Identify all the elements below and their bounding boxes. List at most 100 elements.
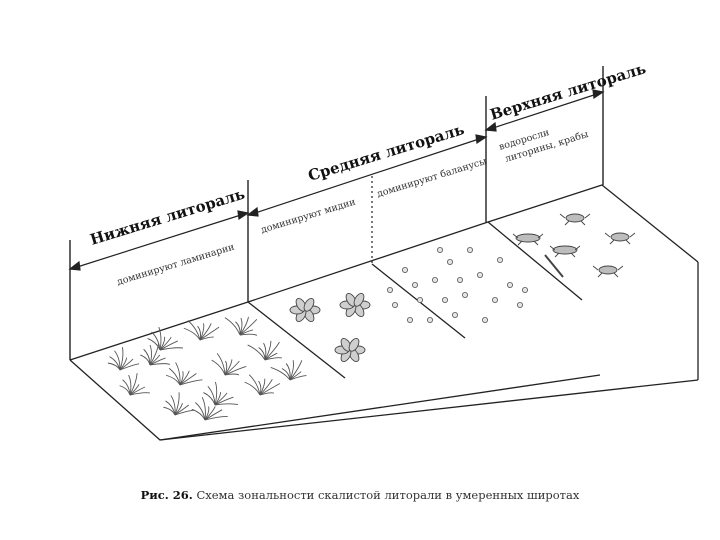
- crab-body: [515, 233, 541, 243]
- kelp-frond: [122, 379, 131, 396]
- figure-caption: Рис. 26. Схема зональности скалистой лит…: [0, 488, 720, 502]
- kelp-frond: [149, 344, 152, 366]
- kelp-frond: [285, 363, 291, 381]
- kelp-frond: [289, 375, 307, 381]
- barnacle: [436, 246, 443, 253]
- barnacle: [386, 286, 393, 293]
- crab-body: [610, 232, 630, 242]
- crab-legs: [592, 265, 624, 278]
- figure-label: Рис. 26.: [140, 488, 193, 502]
- kelp-frond: [224, 365, 247, 376]
- crab-icon: [512, 213, 636, 278]
- barnacle: [441, 296, 448, 303]
- kelp-frond: [239, 317, 243, 336]
- kelp-frond: [159, 347, 183, 351]
- kelp-frond: [247, 344, 266, 361]
- kelp-frond: [119, 347, 124, 371]
- mussel-cluster-icon: [289, 292, 371, 363]
- kelp-frond: [174, 404, 190, 416]
- crab-legs: [604, 232, 636, 245]
- crab-body: [565, 213, 585, 223]
- kelp-frond: [199, 323, 205, 341]
- kelp-frond: [259, 392, 274, 396]
- barnacle: [411, 281, 418, 288]
- barnacle: [451, 311, 458, 318]
- kelp-frond: [224, 359, 233, 376]
- kelp-frond: [239, 329, 254, 336]
- barnacle: [466, 246, 473, 253]
- kelp-frond: [244, 381, 261, 396]
- kelp-frond: [264, 341, 280, 361]
- crab-legs: [512, 233, 544, 246]
- kelp-frond: [224, 360, 240, 376]
- kelp-frond: [163, 406, 176, 416]
- mussel-shell: [340, 337, 352, 352]
- barnacle: [426, 316, 433, 323]
- kelp-frond: [199, 326, 220, 341]
- kelp-frond: [143, 348, 151, 366]
- kelp-frond: [259, 383, 281, 396]
- kelp-frond: [224, 317, 241, 336]
- kelp-frond: [174, 392, 180, 416]
- kelp-frond: [264, 357, 282, 361]
- kelp-frond: [179, 373, 197, 386]
- kelp-frond: [263, 342, 267, 361]
- kelp-frond: [214, 392, 228, 406]
- kelp-frond: [264, 340, 272, 361]
- kelp-frond: [204, 406, 216, 421]
- kelp-frond: [239, 333, 258, 336]
- kelp-frond: [199, 323, 212, 341]
- zone-title-lower: Нижняя литораль: [88, 185, 247, 249]
- kelp-frond: [159, 340, 178, 351]
- barnacle: [431, 276, 438, 283]
- zone-note-middle-left: доминируют мидии: [260, 197, 357, 236]
- kelp-frond: [149, 354, 161, 366]
- kelp-frond: [214, 403, 239, 406]
- barnacle: [401, 266, 408, 273]
- kelp-frond: [149, 343, 160, 366]
- zone-title-upper: Верхняя литораль: [488, 59, 648, 124]
- kelp-frond: [170, 395, 176, 416]
- barnacle: [496, 256, 503, 263]
- zone-note-middle-right: доминируют баланусы: [376, 156, 489, 200]
- kelp-frond: [264, 352, 278, 361]
- kelp-frond: [151, 331, 161, 351]
- kelp-frond: [179, 379, 203, 386]
- kelp-frond: [129, 392, 150, 396]
- kelp-frond: [239, 319, 258, 336]
- kelp-frond: [191, 408, 206, 421]
- kelp-frond: [270, 367, 291, 381]
- kelp-frond: [107, 362, 121, 371]
- mussel-shell: [353, 292, 365, 307]
- kelp-frond: [289, 371, 302, 381]
- kelp-frond: [119, 358, 134, 371]
- mussel-shell: [345, 292, 357, 307]
- kelp-frond: [204, 409, 223, 421]
- kelp-frond: [129, 386, 146, 396]
- crab-legs: [559, 213, 591, 226]
- barnacle: [391, 301, 398, 308]
- kelp-frond: [289, 360, 303, 381]
- kelp-frond: [149, 363, 171, 366]
- kelp-frond: [195, 402, 206, 421]
- mussel-shell: [295, 297, 307, 312]
- kelp-cluster-icon: [107, 316, 307, 421]
- kelp-frond: [128, 374, 132, 396]
- barnacle: [456, 276, 463, 283]
- kelp-frond: [187, 320, 201, 341]
- kelp-frond: [216, 353, 226, 376]
- barnacle: [517, 301, 524, 308]
- barnacle-dot-icon: [386, 246, 529, 323]
- kelp-frond: [248, 374, 261, 396]
- vertical-walls: [69, 66, 604, 360]
- kelp-frond: [214, 396, 234, 406]
- barnacle: [506, 281, 513, 288]
- barnacle: [461, 291, 468, 298]
- kelp-frond: [201, 396, 206, 421]
- kelp-frond: [114, 350, 121, 371]
- kelp-frond: [183, 327, 201, 341]
- barnacle: [446, 258, 453, 265]
- kelp-frond: [159, 336, 172, 351]
- kelp-frond: [204, 415, 228, 421]
- barnacle: [491, 296, 498, 303]
